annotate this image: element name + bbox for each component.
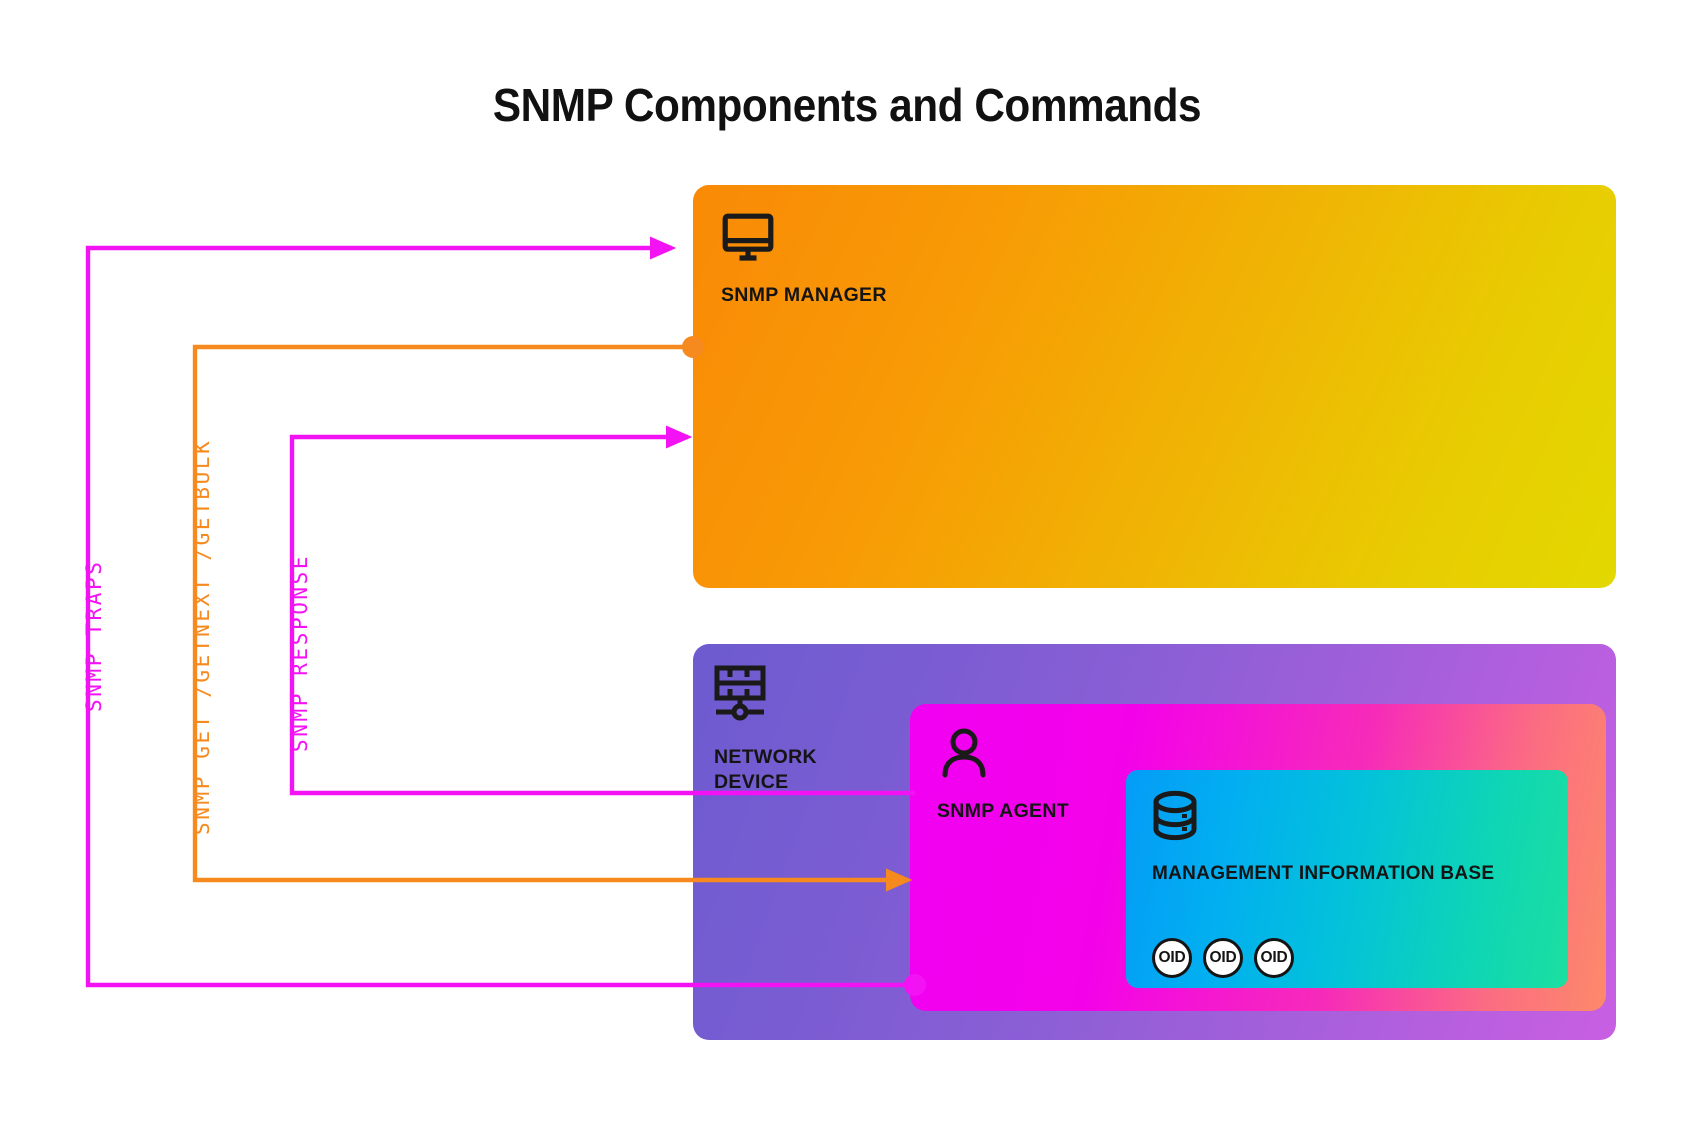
- snmp-manager-label: SNMP MANAGER: [721, 284, 887, 306]
- flow-label-snmp-response: SNMP RESPONSE: [288, 553, 312, 752]
- snmp-agent-label: SNMP AGENT: [937, 800, 1069, 822]
- flow-label-snmp-get: SNMP GET /GETNEXT /GETBULK: [190, 438, 214, 835]
- oid-chip: OID: [1254, 938, 1294, 978]
- network-switch-icon: [714, 665, 766, 726]
- mib-label: MANAGEMENT INFORMATION BASE: [1152, 863, 1495, 884]
- flow-label-snmp-traps: SNMP TRAPS: [82, 559, 106, 712]
- oid-chip: OID: [1203, 938, 1243, 978]
- monitor-icon: [722, 213, 774, 266]
- network-device-label: NETWORK DEVICE: [714, 746, 817, 793]
- database-icon: [1152, 790, 1198, 847]
- mib-panel: [1126, 770, 1568, 988]
- oid-list: OID OID OID: [1152, 938, 1294, 978]
- oid-chip: OID: [1152, 938, 1192, 978]
- page-title: SNMP Components and Commands: [492, 79, 1202, 131]
- snmp-manager-panel: [693, 185, 1616, 588]
- person-icon: [941, 728, 987, 783]
